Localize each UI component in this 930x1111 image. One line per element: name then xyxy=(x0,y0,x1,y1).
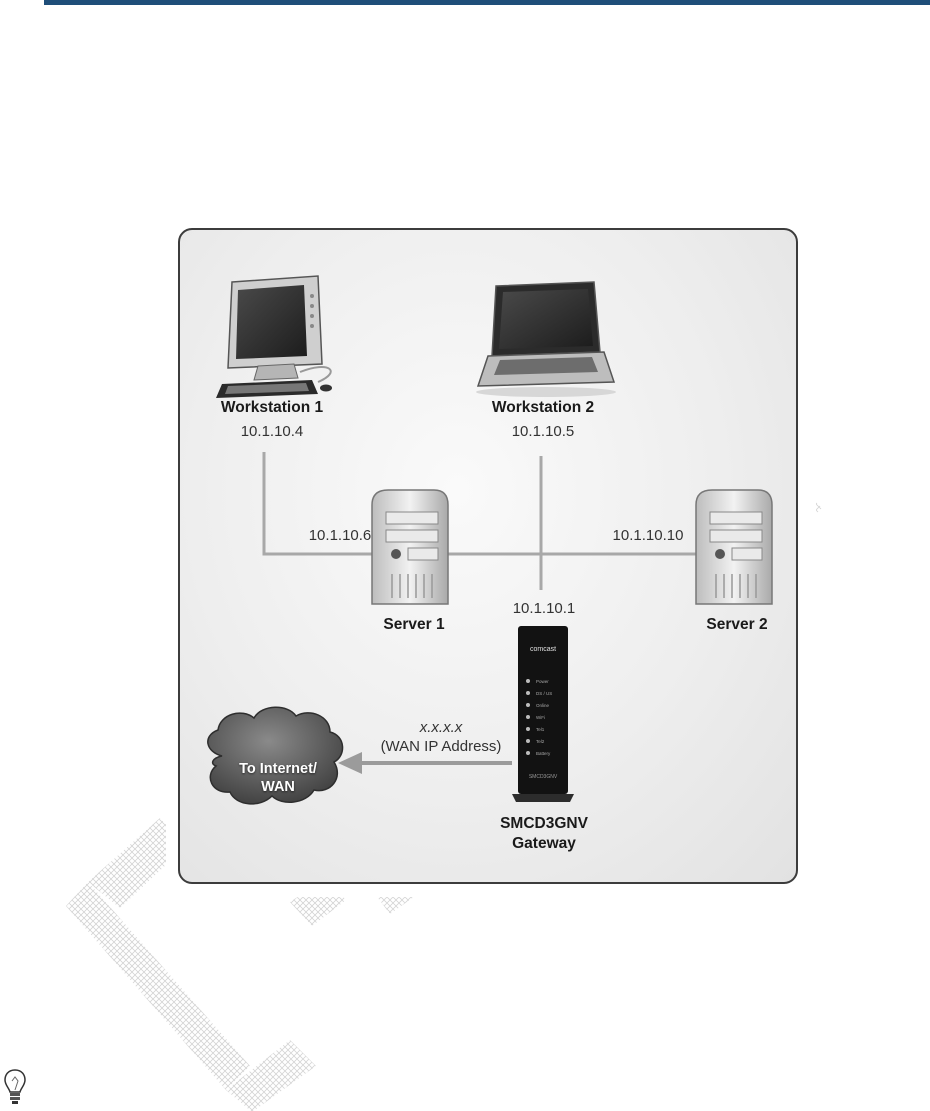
gateway-led-label: Tel1 xyxy=(536,727,545,732)
gateway-led-label: Power xyxy=(536,679,549,684)
workstation1-name: Workstation 1 xyxy=(221,399,323,418)
workstation1-ip: 10.1.10.4 xyxy=(241,423,304,441)
wan-address: x.x.x.x xyxy=(420,719,463,737)
cloud-label: To Internet/ WAN xyxy=(216,760,340,796)
gateway-ip: 10.1.10.1 xyxy=(513,600,576,618)
gateway-led-label: WiFi xyxy=(536,715,545,720)
gateway-model: SMCD3GNV xyxy=(529,774,558,780)
workstation2-name: Workstation 2 xyxy=(492,399,594,418)
cloud-label-line2: WAN xyxy=(216,778,340,796)
server1-name: Server 1 xyxy=(383,616,444,635)
gateway-led-label: Tel2 xyxy=(536,739,545,744)
gateway-name-line1: SMCD3GNV xyxy=(500,815,588,834)
lightbulb-icon xyxy=(4,1068,26,1106)
server1-ip: 10.1.10.6 xyxy=(309,527,372,545)
gateway-led-label: Battery xyxy=(536,751,551,756)
cloud-label-line1: To Internet/ xyxy=(216,760,340,778)
server2-ip: 10.1.10.10 xyxy=(613,527,684,545)
workstation2-ip: 10.1.10.5 xyxy=(512,423,575,441)
gateway-brand: comcast xyxy=(530,646,556,653)
server2-name: Server 2 xyxy=(706,616,767,635)
gateway-name-line2: Gateway xyxy=(512,835,576,854)
wan-address-label: (WAN IP Address) xyxy=(381,738,502,756)
gateway-led-label: Online xyxy=(536,703,550,708)
gateway-led-label: DS / US xyxy=(536,691,552,696)
